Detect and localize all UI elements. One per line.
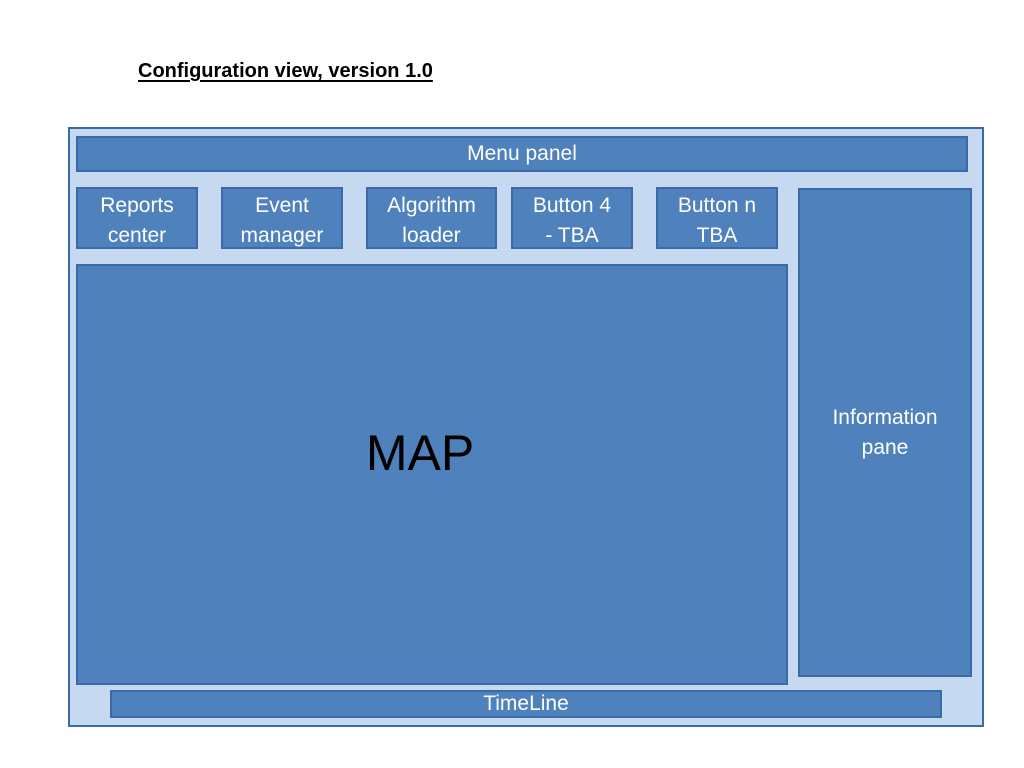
reports-center-button[interactable]: Reports center [76, 187, 198, 249]
app-window-frame: Menu panel Reports center Event manager … [68, 127, 984, 727]
reports-center-button-label: Reports center [100, 194, 174, 247]
information-pane-label: Information pane [832, 405, 938, 459]
page-title: Configuration view, version 1.0 [138, 60, 433, 82]
timeline-bar[interactable]: TimeLine [110, 690, 942, 718]
information-pane[interactable]: Information pane [798, 188, 972, 677]
map-label: MAP [365, 424, 475, 481]
timeline-label: TimeLine [483, 692, 569, 715]
button-4-tba-label: Button 4 - TBA [532, 194, 612, 247]
map-area[interactable]: MAP [76, 264, 788, 685]
button-n-tba-label: Button n TBA [677, 194, 757, 247]
menu-panel[interactable]: Menu panel [76, 136, 968, 172]
algorithm-loader-button-label: Algorithm loader [387, 194, 476, 247]
menu-panel-label: Menu panel [467, 142, 577, 165]
event-manager-button[interactable]: Event manager [221, 187, 343, 249]
algorithm-loader-button[interactable]: Algorithm loader [366, 187, 497, 249]
button-4-tba[interactable]: Button 4 - TBA [511, 187, 633, 249]
event-manager-button-label: Event manager [240, 194, 324, 247]
button-n-tba[interactable]: Button n TBA [656, 187, 778, 249]
